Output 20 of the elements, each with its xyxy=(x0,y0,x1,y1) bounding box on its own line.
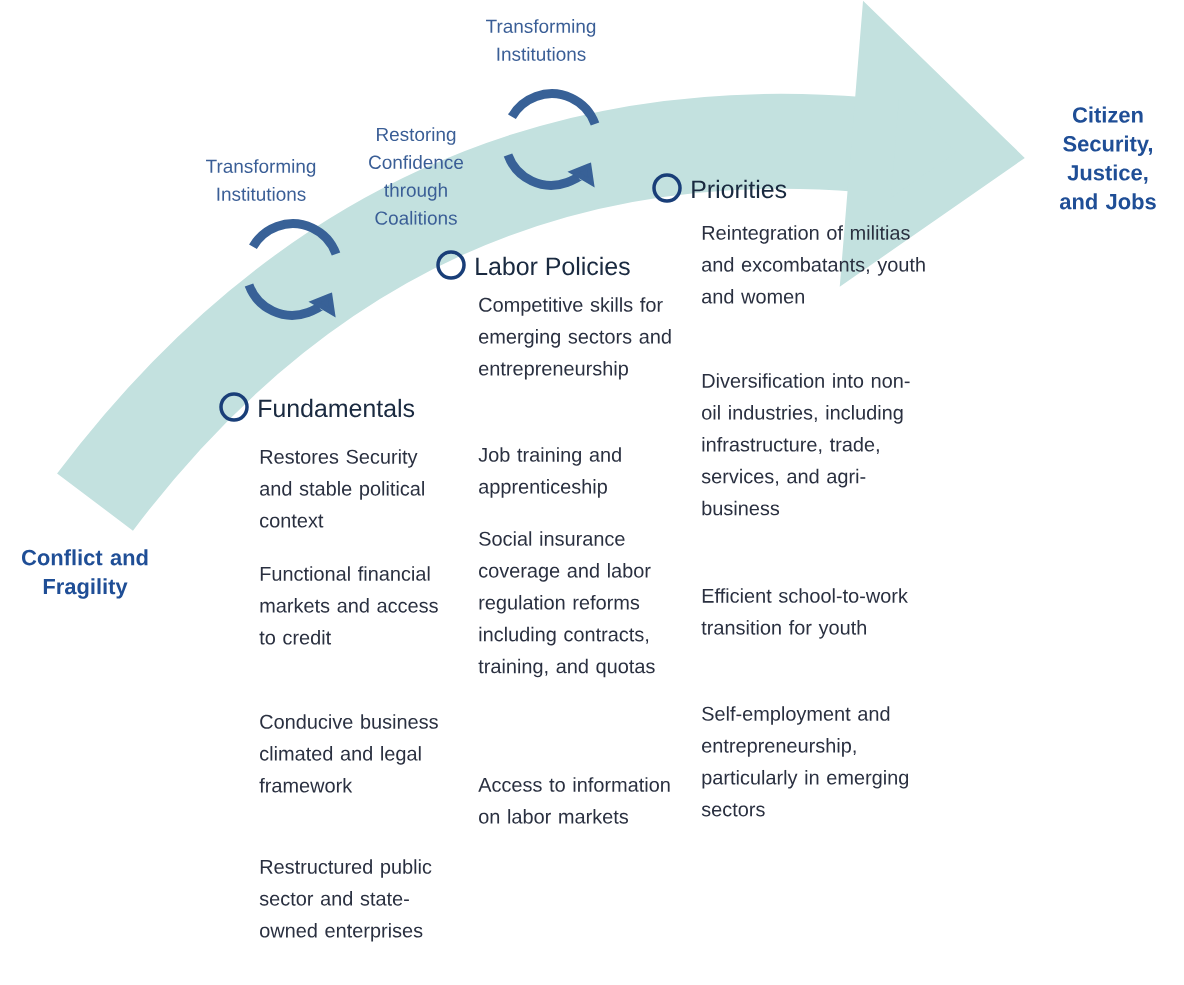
column-heading: Labor Policies xyxy=(476,256,630,276)
end-label: Citizen Security, Justice, and Jobs xyxy=(1059,106,1156,210)
list-item: Diversification into non-oil industries, including infrastructure, trade, services, and agri-business xyxy=(701,373,910,516)
caption-text: Restoring Confidence through Coalitions xyxy=(369,127,464,225)
column-heading: Priorities xyxy=(692,179,787,199)
list-item: Social insurance coverage and labor regulation reforms including contracts, training, and quotas xyxy=(478,531,655,678)
list-item: Competitive skills for emerging sectors and entrepreneurship xyxy=(479,297,671,380)
list-item: Job training and apprenticeship xyxy=(478,447,621,498)
end-label: Conflict and Fragility xyxy=(22,549,148,599)
list-item: Functional financial markets and access to credit xyxy=(259,566,438,645)
list-item: Conducive business climated and legal framework xyxy=(259,714,438,793)
caption-text: Transforming Institutions xyxy=(486,19,596,61)
list-item: Reintegration of militias and excombatants, youth and women xyxy=(702,225,925,304)
list-item: Self-employment and entrepreneurship, particularly in emerging sectors xyxy=(701,706,909,817)
column-heading: Fundamentals xyxy=(259,398,415,418)
list-item: Access to information on labor markets xyxy=(478,777,670,824)
list-item: Efficient school-to-work transition for youth xyxy=(701,588,908,639)
caption-text: Transforming Institutions xyxy=(206,159,316,201)
list-item: Restores Security and stable political context xyxy=(260,449,424,528)
list-item: Restructured public sector and state-owned enterprises xyxy=(259,859,432,942)
